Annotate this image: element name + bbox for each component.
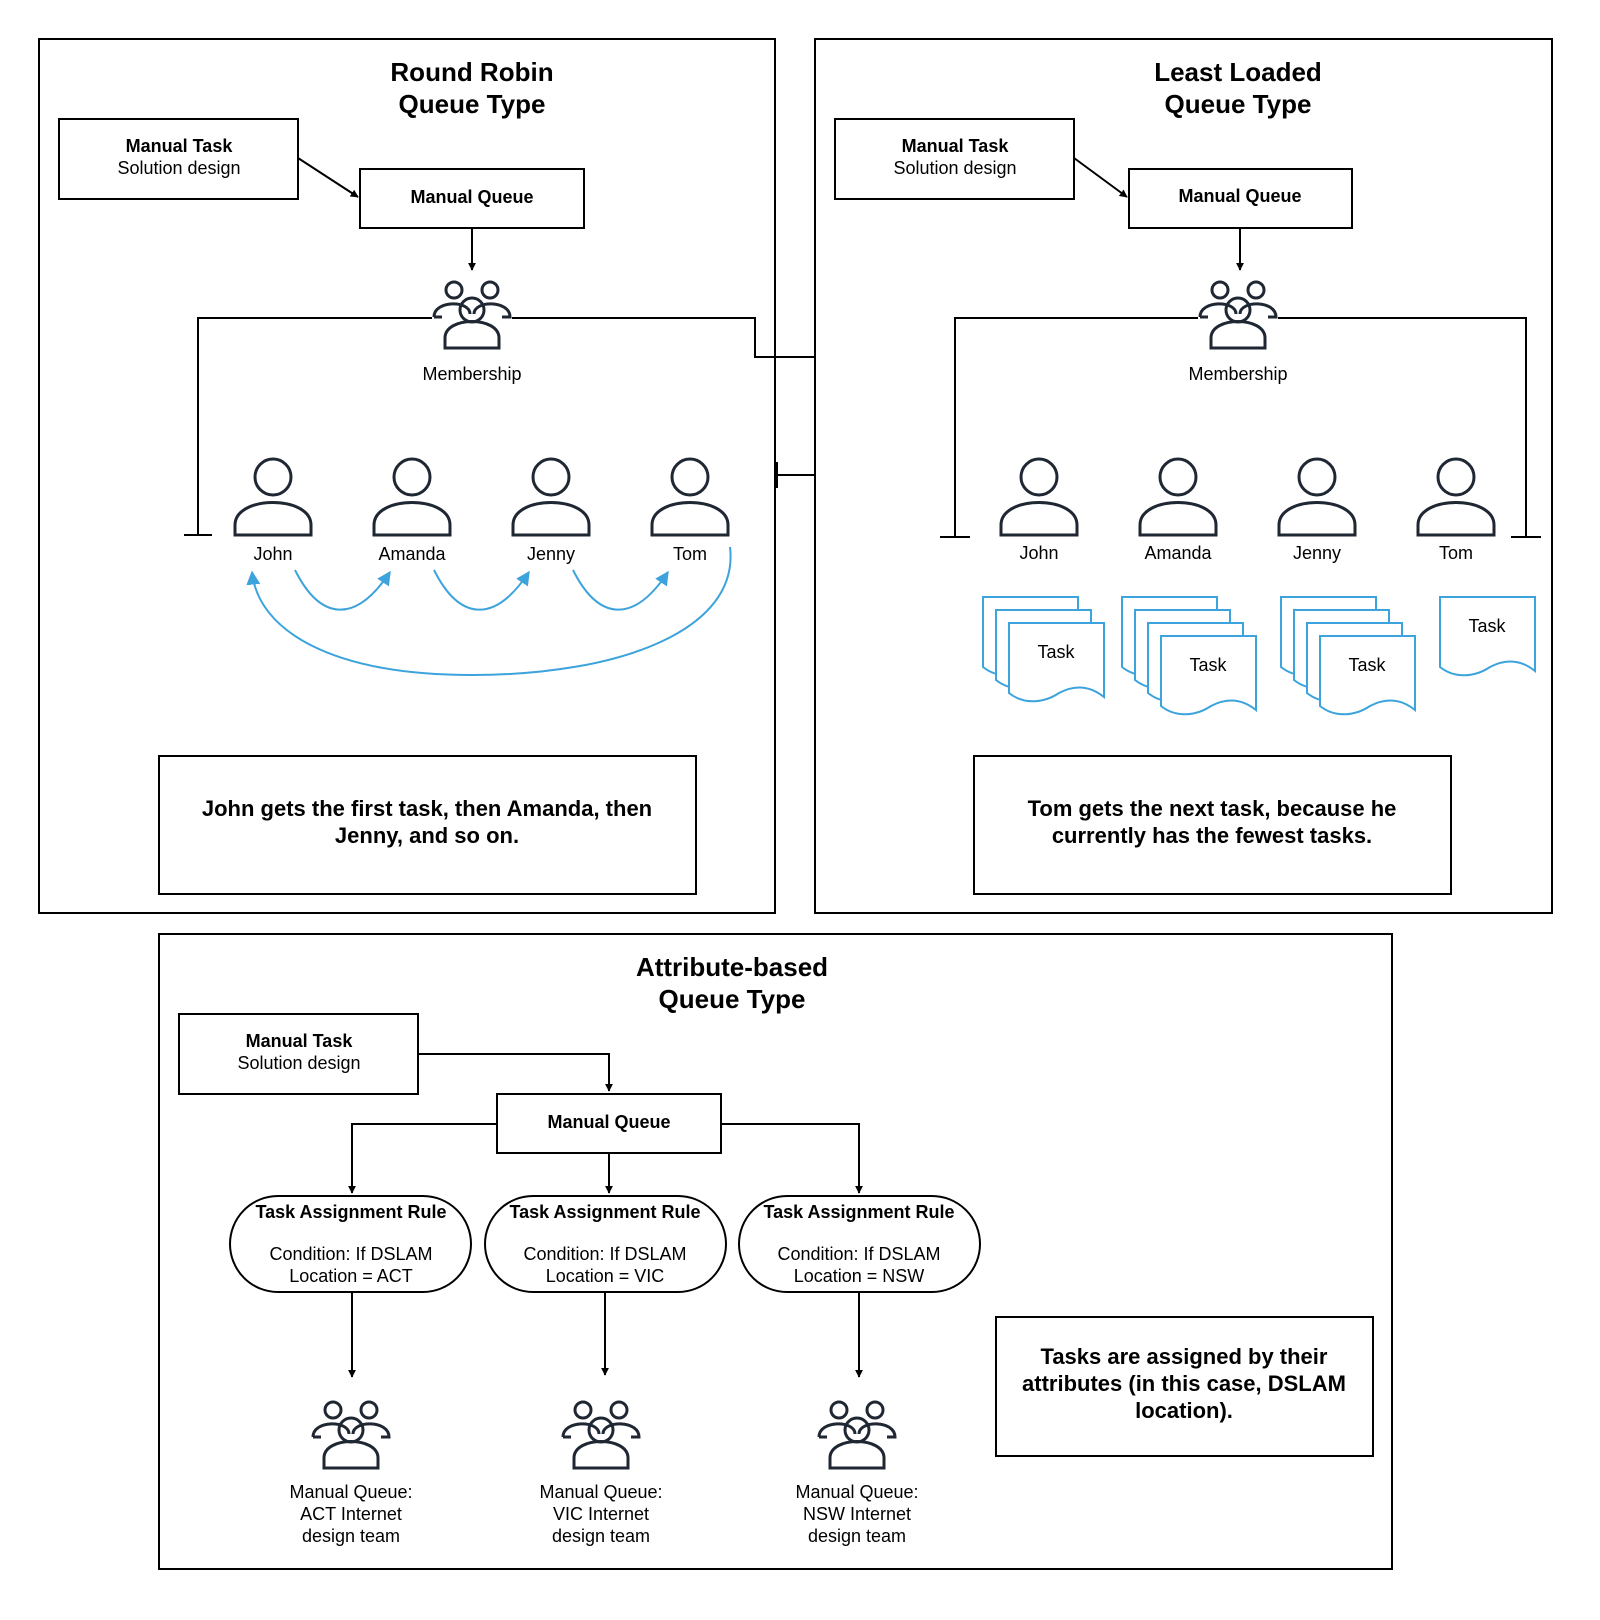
note-line1: Tasks are assigned by their bbox=[1041, 1344, 1328, 1369]
member-name: Jenny bbox=[1293, 543, 1341, 563]
rule-condition-line1: Condition: If DSLAM bbox=[777, 1244, 940, 1264]
team-vic: Manual Queue: VIC Internet design team bbox=[539, 1400, 663, 1546]
team-line2: NSW Internet bbox=[803, 1504, 911, 1524]
task-document-icon bbox=[1160, 635, 1257, 716]
task-document-icon bbox=[1008, 622, 1105, 703]
rule-title: Task Assignment Rule bbox=[763, 1202, 954, 1222]
rotation-arrow bbox=[294, 569, 391, 611]
team-line1: Manual Queue: bbox=[289, 1482, 412, 1502]
manual-queue-label: Manual Queue bbox=[547, 1112, 670, 1132]
manual-queue-label: Manual Queue bbox=[410, 187, 533, 207]
note-line1: John gets the first task, then Amanda, t… bbox=[202, 796, 652, 821]
rule-title: Task Assignment Rule bbox=[509, 1202, 700, 1222]
manual-task-subtitle: Solution design bbox=[237, 1053, 360, 1073]
task-to-queue-arrow bbox=[1073, 157, 1128, 198]
task-stack: Task bbox=[1280, 596, 1416, 716]
manual-task-title: Manual Task bbox=[246, 1031, 354, 1051]
member-name: Amanda bbox=[378, 544, 446, 564]
least-loaded-manual-task-box: Manual Task Solution design bbox=[834, 118, 1075, 200]
attribute-note: Tasks are assigned by their attributes (… bbox=[995, 1316, 1374, 1457]
member-name: John bbox=[253, 544, 292, 564]
rule-condition-line2: Location = NSW bbox=[794, 1266, 925, 1286]
note-line2: currently has the fewest tasks. bbox=[1052, 823, 1372, 848]
team-line2: VIC Internet bbox=[553, 1504, 649, 1524]
membership-left-bracket bbox=[940, 317, 1198, 538]
task-stack: Task bbox=[1439, 596, 1536, 677]
rotation-return-arrow bbox=[246, 546, 732, 677]
task-to-queue-arrow bbox=[297, 157, 359, 198]
queue-to-rule-act-arrow bbox=[348, 1123, 497, 1194]
team-line1: Manual Queue: bbox=[539, 1482, 662, 1502]
round-robin-note: John gets the first task, then Amanda, t… bbox=[158, 755, 697, 895]
round-robin-manual-task-box: Manual Task Solution design bbox=[58, 118, 299, 200]
manual-task-subtitle: Solution design bbox=[117, 158, 240, 178]
rule-nsw: Task Assignment Rule Condition: If DSLAM… bbox=[738, 1195, 981, 1293]
manual-task-subtitle: Solution design bbox=[893, 158, 1016, 178]
rotation-arrow bbox=[433, 569, 530, 611]
membership-left-bracket bbox=[184, 317, 432, 536]
manual-queue-label: Manual Queue bbox=[1178, 186, 1301, 206]
membership-label: Membership bbox=[1188, 364, 1287, 384]
round-robin-members: John Amanda Jenny Tom bbox=[233, 457, 730, 564]
attribute-title-line2: Queue Type bbox=[659, 984, 806, 1014]
team-nsw: Manual Queue: NSW Internet design team bbox=[795, 1400, 919, 1546]
membership-label: Membership bbox=[422, 364, 521, 384]
rule-condition-line1: Condition: If DSLAM bbox=[269, 1244, 432, 1264]
round-robin-title-line2: Queue Type bbox=[399, 89, 546, 119]
least-loaded-title-line1: Least Loaded bbox=[1154, 57, 1322, 87]
member-name: Tom bbox=[1439, 543, 1473, 563]
task-stack: Task bbox=[1121, 596, 1257, 716]
attribute-title-line1: Attribute-based bbox=[636, 952, 828, 982]
least-loaded-manual-queue-box: Manual Queue bbox=[1128, 168, 1353, 229]
note-line2: Jenny, and so on. bbox=[335, 823, 519, 848]
attribute-manual-queue-box: Manual Queue bbox=[496, 1093, 722, 1154]
round-robin-rotation-arrows bbox=[246, 546, 732, 677]
note-line1: Tom gets the next task, because he bbox=[1028, 796, 1397, 821]
attribute-based-panel: Attribute-based Queue Type Manual Task S… bbox=[158, 933, 1393, 1570]
rule-condition-line1: Condition: If DSLAM bbox=[523, 1244, 686, 1264]
attribute-manual-task-box: Manual Task Solution design bbox=[178, 1013, 419, 1095]
least-loaded-members: John Amanda Jenny Tom bbox=[999, 457, 1496, 563]
task-document-icon bbox=[1319, 635, 1416, 716]
round-robin-title-line1: Round Robin bbox=[390, 57, 553, 87]
task-label: Task bbox=[1348, 655, 1386, 675]
manual-task-title: Manual Task bbox=[126, 136, 234, 156]
least-loaded-panel: Least Loaded Queue Type Manual Task Solu… bbox=[814, 38, 1553, 914]
membership-right-bracket bbox=[1278, 317, 1541, 538]
task-to-queue-arrow bbox=[418, 1053, 613, 1092]
note-line2: attributes (in this case, DSLAM bbox=[1022, 1371, 1346, 1396]
task-label: Task bbox=[1037, 642, 1075, 662]
manual-task-title: Manual Task bbox=[902, 136, 1010, 156]
queue-to-rule-nsw-arrow bbox=[721, 1123, 863, 1194]
round-robin-manual-queue-box: Manual Queue bbox=[359, 168, 585, 229]
task-stack: Task bbox=[982, 596, 1105, 703]
membership-right-connector bbox=[512, 317, 816, 488]
rule-vic: Task Assignment Rule Condition: If DSLAM… bbox=[484, 1195, 727, 1293]
task-document-icon bbox=[1439, 596, 1536, 677]
rule-condition-line2: Location = VIC bbox=[546, 1266, 665, 1286]
rule-title: Task Assignment Rule bbox=[255, 1202, 446, 1222]
team-act: Manual Queue: ACT Internet design team bbox=[289, 1400, 413, 1546]
task-label: Task bbox=[1468, 616, 1506, 636]
team-line1: Manual Queue: bbox=[795, 1482, 918, 1502]
team-line3: design team bbox=[302, 1526, 400, 1546]
member-name: Jenny bbox=[527, 544, 575, 564]
team-line2: ACT Internet bbox=[300, 1504, 402, 1524]
rotation-arrow bbox=[572, 569, 669, 611]
task-label: Task bbox=[1189, 655, 1227, 675]
rule-act: Task Assignment Rule Condition: If DSLAM… bbox=[229, 1195, 472, 1293]
team-line3: design team bbox=[552, 1526, 650, 1546]
member-name: John bbox=[1019, 543, 1058, 563]
least-loaded-title-line2: Queue Type bbox=[1165, 89, 1312, 119]
rule-condition-line2: Location = ACT bbox=[289, 1266, 413, 1286]
note-line3: location). bbox=[1135, 1398, 1233, 1423]
round-robin-panel: Round Robin Queue Type Manual Task Solut… bbox=[38, 38, 816, 914]
member-name: Amanda bbox=[1144, 543, 1212, 563]
member-name: Tom bbox=[673, 544, 707, 564]
least-loaded-note: Tom gets the next task, because he curre… bbox=[973, 755, 1452, 895]
team-line3: design team bbox=[808, 1526, 906, 1546]
